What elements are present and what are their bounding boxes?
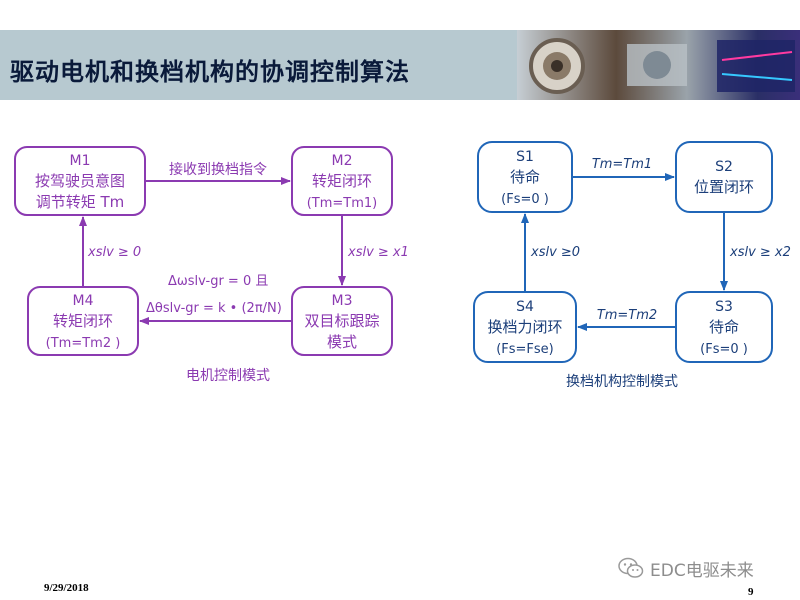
state-s4 [473,291,577,363]
state-m2-line1: 转矩闭环 [312,172,372,190]
watermark: EDC电驱未来 [618,556,754,581]
state-s1-id: S1 [516,149,534,165]
state-s2 [675,141,773,213]
label-s2-s3: xslv ≥ x2 [729,245,791,260]
state-s4-line2: (Fs=Fse) [496,342,554,357]
state-s1-line1: 待命 [510,168,540,186]
state-s1 [477,141,573,213]
shift-control-mode: S1 待命 (Fs=0 ) S2 位置闭环 S3 待命 (Fs=0 ) S4 换… [473,141,791,390]
state-s1-line2: (Fs=0 ) [501,192,549,207]
state-m1-id: M1 [70,153,91,169]
state-m1-line2: 调节转矩 Tm [36,193,125,211]
state-m2-line2: (Tm=Tm1) [307,196,378,211]
state-m1-line1: 按驾驶员意图 [35,172,125,190]
label-m1-m2: 接收到换档指令 [169,161,267,178]
wechat-icon [618,557,644,578]
motor-control-mode: M1 按驾驶员意图 调节转矩 Tm M2 转矩闭环 (Tm=Tm1) M3 双目… [14,146,409,384]
motor-mode-caption: 电机控制模式 [186,368,270,384]
label-s1-s2: Tm=Tm1 [592,157,652,172]
state-s3-line1: 待命 [709,318,739,336]
page-title: 驱动电机和换档机构的协调控制算法 [10,58,410,86]
label-m3-m4-a: Δωslv-gr = 0 且 [168,274,268,289]
label-m4-m1: xslv ≥ 0 [87,245,141,260]
state-m3 [291,286,393,356]
state-m4-id: M4 [73,293,94,309]
state-s3-line2: (Fs=0 ) [700,342,748,357]
state-m3-line1: 双目标跟踪 [304,312,379,330]
label-m2-m3: xslv ≥ x1 [347,245,409,260]
state-s4-line1: 换档力闭环 [487,318,562,336]
state-m3-line2: 模式 [327,333,357,351]
label-m3-m4-b: Δθslv-gr = k • (2π/N) [146,301,282,316]
label-s3-s4: Tm=Tm2 [597,308,657,323]
state-m4 [27,286,139,356]
header-photo [517,30,800,100]
state-s3 [675,291,773,363]
state-m1 [14,146,146,216]
state-s2-id: S2 [715,159,733,175]
state-m4-line2: (Tm=Tm2 ) [46,336,121,351]
page-number: 9 [748,586,754,598]
shift-mode-caption: 换档机构控制模式 [566,373,678,390]
state-m2 [291,146,393,216]
state-m4-line1: 转矩闭环 [53,312,113,330]
state-m2-id: M2 [332,153,353,169]
label-s4-s1: xslv ≥0 [530,245,580,260]
state-s2-line1: 位置闭环 [694,178,754,196]
state-s4-id: S4 [516,299,534,315]
footer-date: 9/29/2018 [44,582,89,594]
state-s3-id: S3 [715,299,733,315]
state-m3-id: M3 [332,293,353,309]
watermark-text: EDC电驱未来 [650,560,754,581]
